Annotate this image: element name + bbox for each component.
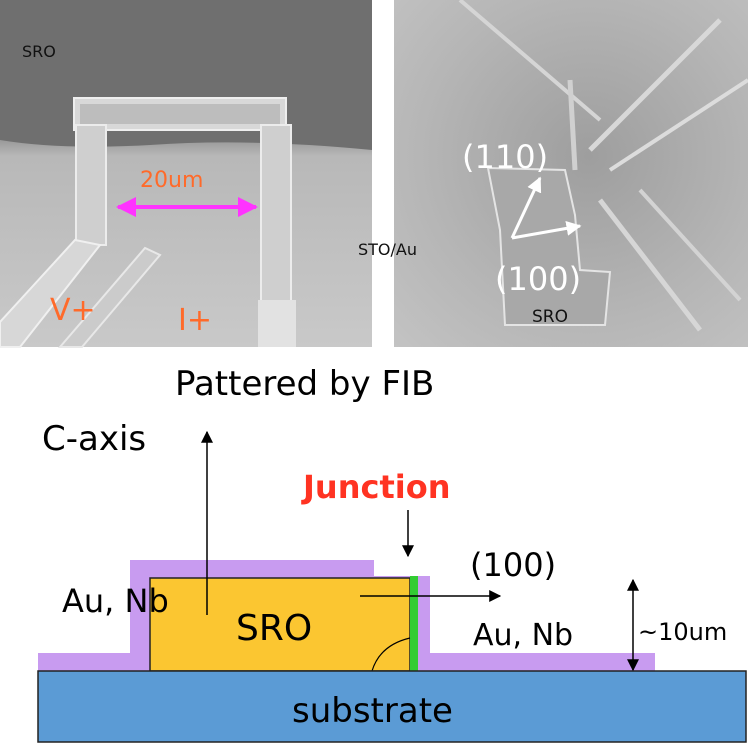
direction-100-label: (100): [470, 546, 556, 584]
junction-label: Junction: [301, 468, 450, 506]
sro-block-label: SRO: [236, 608, 312, 649]
sro-label-right: SRO: [532, 307, 568, 327]
sem-image-right: (110) (100) STO/Au SRO: [358, 0, 748, 347]
cross-section-diagram: C-axis Junction (100) Au, Nb SRO Au, Nb …: [38, 419, 746, 742]
orientation-100-label-image: (100): [495, 260, 581, 298]
v-plus-label: V+: [50, 293, 96, 328]
sro-label-left: SRO: [22, 42, 56, 61]
au-nb-right-label: Au, Nb: [473, 618, 573, 653]
i-plus-label: I+: [178, 303, 212, 338]
scale-bar-label: 20um: [140, 168, 203, 193]
thickness-label: ~10um: [638, 618, 727, 646]
substrate-label: substrate: [292, 691, 453, 731]
c-axis-label: C-axis: [42, 419, 146, 459]
sem-image-left: SRO 20um V+ I+: [0, 0, 372, 347]
caption: Pattered by FIB: [175, 364, 434, 404]
junction-line: [410, 576, 418, 671]
orientation-110-label: (110): [462, 138, 548, 176]
sto-au-label: STO/Au: [358, 240, 417, 259]
au-nb-left-label: Au, Nb: [62, 582, 169, 620]
